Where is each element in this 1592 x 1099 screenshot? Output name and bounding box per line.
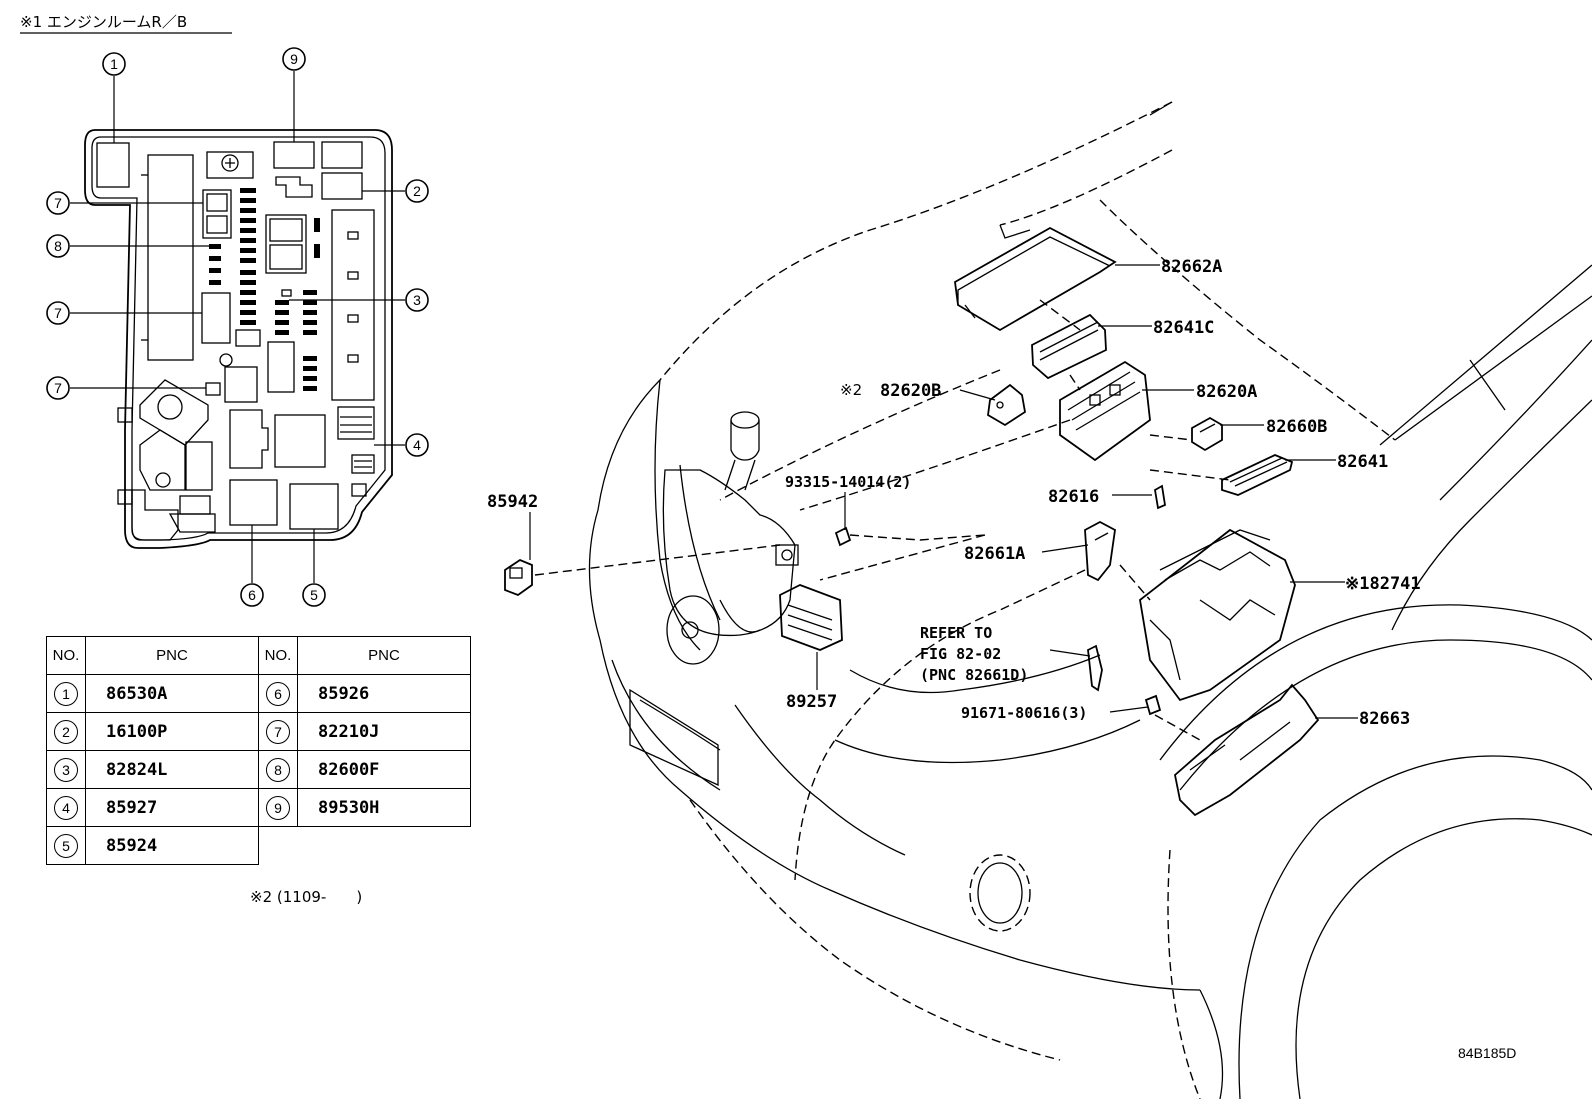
part-bolt-93315 — [834, 526, 852, 547]
part-cover-82662A — [954, 226, 1117, 332]
row-pnc: 89530H — [297, 788, 471, 827]
svg-text:2: 2 — [413, 183, 421, 199]
svg-text:7: 7 — [54, 305, 62, 321]
row-pnc: 82210J — [297, 712, 471, 751]
row-number: 8 — [266, 757, 290, 782]
header-no: NO. — [46, 636, 86, 675]
part-89257 — [779, 584, 843, 651]
label-refer-line1: REFER TO — [920, 624, 992, 642]
row-number: 2 — [54, 719, 78, 744]
row-pnc: 85927 — [85, 788, 259, 827]
svg-text:5: 5 — [310, 587, 318, 603]
row-number: 9 — [266, 795, 290, 820]
part-82741-box — [1139, 528, 1296, 702]
svg-text:7: 7 — [54, 195, 62, 211]
label-82620B-mark: ※2 — [840, 381, 862, 399]
leader-lines — [529, 264, 1358, 741]
part-82661D — [1087, 644, 1103, 692]
row-pnc: 16100P — [85, 712, 259, 751]
table-row: 3 82824L 8 82600F — [46, 750, 471, 789]
label-82641: 82641 — [1337, 452, 1388, 472]
header-pnc: PNC — [85, 636, 259, 675]
label-82641C: 82641C — [1153, 318, 1214, 338]
row-number: 5 — [54, 833, 78, 858]
part-82641 — [1221, 454, 1294, 496]
svg-text:6: 6 — [248, 587, 256, 603]
label-refer-line3: (PNC 82661D) — [920, 666, 1028, 684]
row-number: 3 — [54, 757, 78, 782]
row-pnc: 85924 — [85, 826, 259, 865]
svg-text:7: 7 — [54, 380, 62, 396]
label-82661A: 82661A — [964, 544, 1025, 564]
label-82616: 82616 — [1048, 487, 1099, 507]
part-82620A — [1059, 360, 1151, 462]
header-pnc-2: PNC — [297, 636, 471, 675]
row-number: 1 — [54, 681, 78, 706]
label-82620B: 82620B — [880, 381, 941, 401]
label-82741: ※182741 — [1345, 574, 1421, 594]
label-93315: 93315-14014(2) — [785, 473, 911, 491]
relay-block-callouts: 1 9 2 7 8 3 7 7 4 6 5 — [46, 47, 429, 607]
label-91671: 91671-80616(3) — [961, 704, 1087, 722]
part-85942 — [504, 558, 533, 597]
table-row: 4 85927 9 89530H — [46, 788, 471, 827]
label-89257: 89257 — [786, 692, 837, 712]
table-row: 5 85924 — [46, 826, 471, 865]
row-number: 7 — [266, 719, 290, 744]
part-bolt-91671 — [1144, 694, 1162, 716]
pnc-table: NO. PNC NO. PNC 1 86530A 6 85926 2 16100… — [46, 636, 471, 865]
table-row: 2 16100P 7 82210J — [46, 712, 471, 751]
label-refer-line2: FIG 82-02 — [920, 645, 1001, 663]
label-82660B: 82660B — [1266, 417, 1327, 437]
svg-text:9: 9 — [290, 51, 298, 67]
part-82663 — [1174, 683, 1320, 817]
table-header-row: NO. PNC NO. PNC — [46, 636, 471, 675]
relay-block-title: ※1 エンジンルームR／B — [20, 13, 187, 31]
row-number: 6 — [266, 681, 290, 706]
note-2: ※2 (1109- ) — [250, 888, 362, 906]
label-82620A: 82620A — [1196, 382, 1257, 402]
part-82661A — [1084, 520, 1116, 582]
figure-code: 84B185D — [1458, 1045, 1516, 1061]
part-82641C — [1031, 313, 1107, 380]
relay-block-drawing — [84, 129, 393, 549]
svg-text:4: 4 — [413, 437, 421, 453]
label-85942: 85942 — [487, 492, 538, 512]
svg-text:8: 8 — [54, 238, 62, 254]
part-82660B — [1191, 416, 1223, 452]
label-82663: 82663 — [1359, 709, 1410, 729]
svg-text:3: 3 — [413, 292, 421, 308]
row-pnc: 82600F — [297, 750, 471, 789]
table-row: 1 86530A 6 85926 — [46, 674, 471, 713]
part-82620B — [987, 383, 1026, 427]
header-no-2: NO. — [258, 636, 298, 675]
part-82616 — [1154, 484, 1166, 510]
row-number: 4 — [54, 795, 78, 820]
row-pnc: 85926 — [297, 674, 471, 713]
vehicle-outline — [588, 101, 1592, 1099]
svg-text:1: 1 — [110, 56, 118, 72]
row-pnc: 86530A — [85, 674, 259, 713]
label-82662A: 82662A — [1161, 257, 1222, 277]
row-pnc: 82824L — [85, 750, 259, 789]
